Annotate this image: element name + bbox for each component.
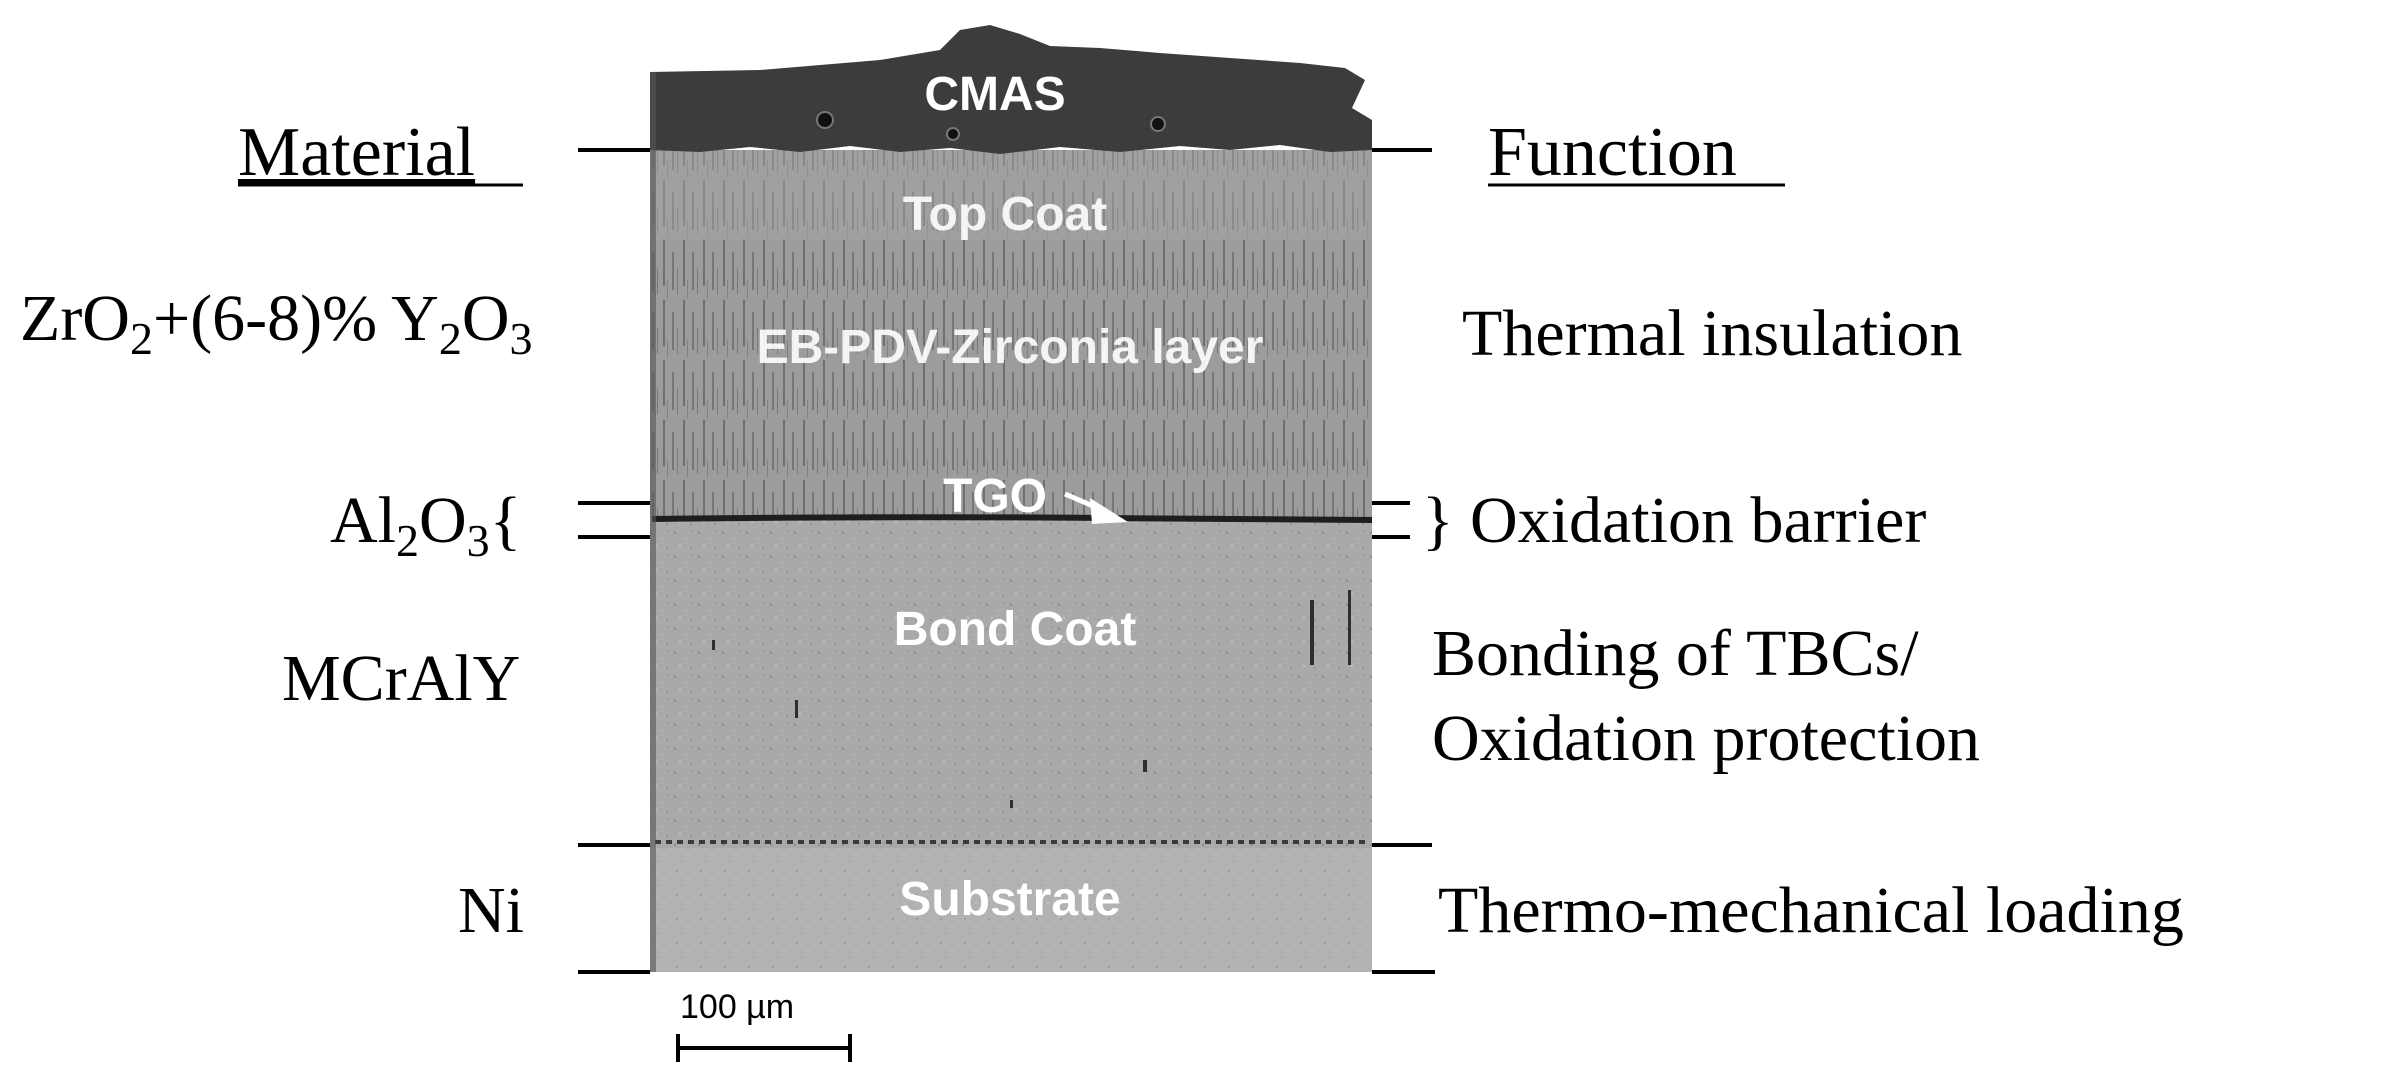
thermo-mechanical-function: Thermo-mechanical loading <box>1438 874 2184 947</box>
micrograph: CMAS Top Coat EB-PDV-Zirconia layer TGO … <box>650 25 1373 972</box>
thermal-insulation-function: Thermal insulation <box>1462 297 1962 370</box>
alumina-material: Al2O3{ <box>330 484 521 566</box>
bonding-function-line2: Oxidation protection <box>1432 702 1980 775</box>
oxidation-barrier-function: Oxidation barrier <box>1470 484 1926 557</box>
mcraly-material: MCrAlY <box>282 642 520 715</box>
oxidation-barrier-brace: } <box>1422 484 1454 557</box>
nickel-material: Ni <box>458 874 524 947</box>
substrate-label: Substrate <box>899 873 1120 926</box>
scale-bar-label: 100 µm <box>680 988 794 1026</box>
function-heading: Function <box>1488 114 1737 191</box>
bond-coat-pores <box>712 590 1351 808</box>
cmas-pores <box>816 111 1166 141</box>
tgo-arrow <box>1064 491 1128 524</box>
cmas-label: CMAS <box>924 68 1065 121</box>
material-heading: Material <box>238 114 475 191</box>
zirconia-layer-label: EB-PDV-Zirconia layer <box>757 321 1264 374</box>
tgo-line <box>651 514 1373 523</box>
scale-bar: 100 µm <box>676 988 852 1062</box>
top-coat-label: Top Coat <box>903 188 1107 241</box>
zirconia-material: ZrO2+(6-8)% Y2O3 <box>20 282 533 364</box>
substrate-layer <box>650 845 1372 972</box>
top-coat-layer <box>650 150 1372 520</box>
tgo-label: TGO <box>943 470 1047 523</box>
leader-lines <box>578 148 1435 974</box>
bond-coat-layer <box>650 520 1372 848</box>
bonding-function-line1: Bonding of TBCs/ <box>1432 617 1919 690</box>
bond-coat-label: Bond Coat <box>894 603 1137 656</box>
